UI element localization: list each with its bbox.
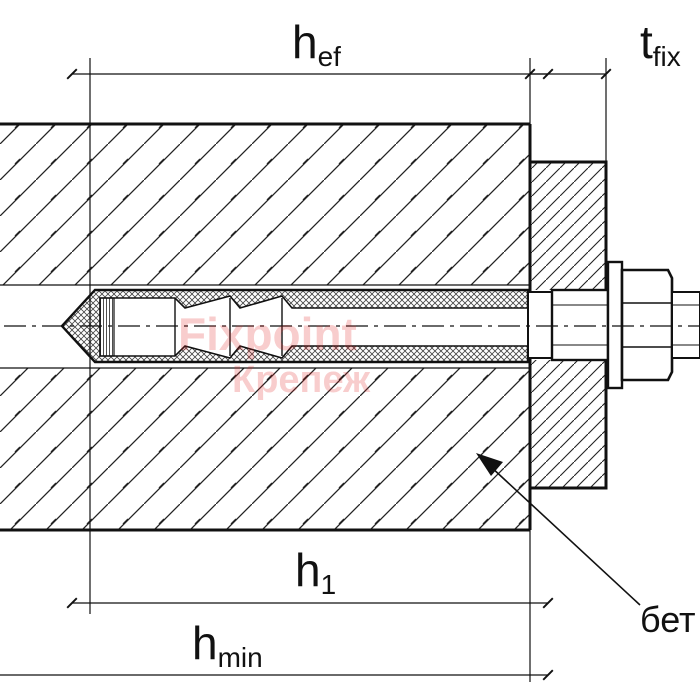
label-h1: h1 <box>295 544 336 600</box>
concrete-leader <box>476 453 641 606</box>
label-concrete: бет <box>640 599 696 640</box>
label-tfix: tfix <box>640 16 681 72</box>
bolt-assembly <box>527 260 700 390</box>
anchor-sleeve <box>60 288 530 364</box>
svg-text:Fixpoint: Fixpoint <box>178 308 357 360</box>
label-hmin: hmin <box>192 617 263 673</box>
svg-text:Крепеж: Крепеж <box>232 359 371 401</box>
label-hef: hef <box>292 16 341 72</box>
watermark: Fixpoint Крепеж <box>178 308 371 401</box>
